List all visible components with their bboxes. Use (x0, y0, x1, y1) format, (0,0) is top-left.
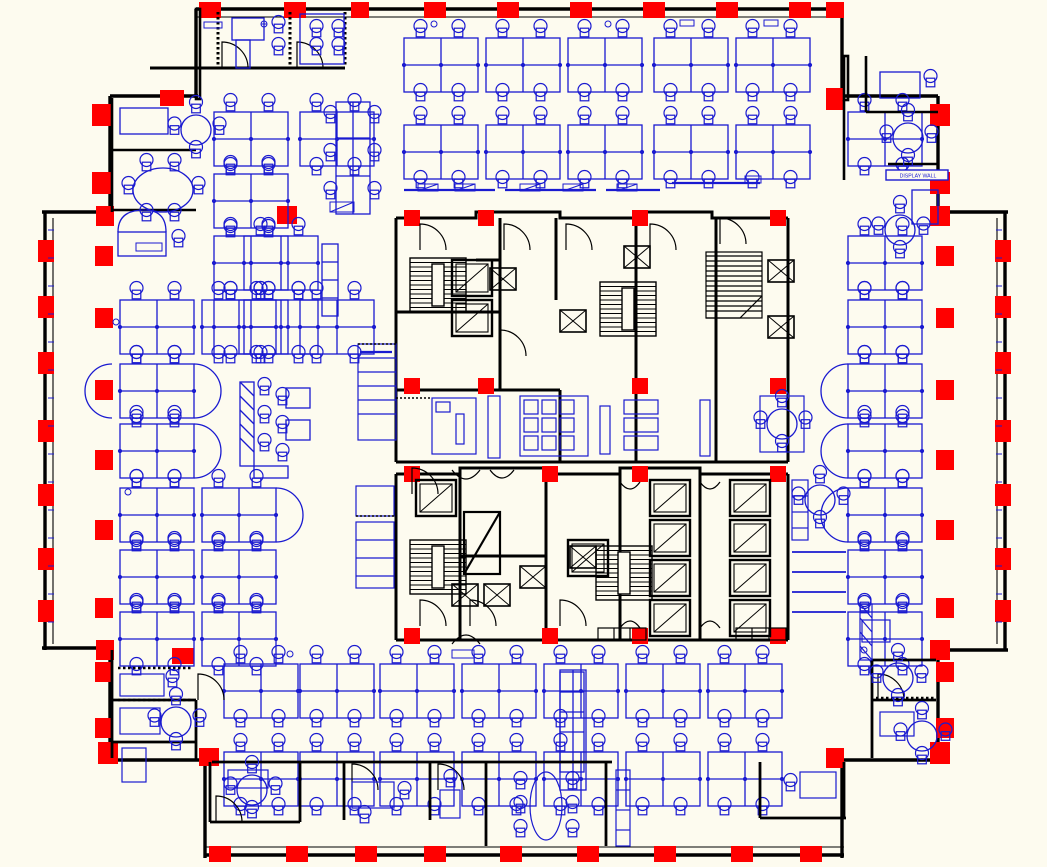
north-open-plan-workstations (212, 20, 812, 363)
lower-service-core (355, 466, 850, 645)
file-bank-west (321, 243, 339, 317)
misc-fixtures (112, 19, 868, 659)
display-wall: DISPLAY WALL (885, 169, 949, 181)
structural-columns (38, 2, 1011, 862)
southwest-private-offices (110, 650, 344, 824)
display-wall-label: DISPLAY WALL (900, 174, 937, 180)
upper-service-core (357, 210, 812, 464)
west-open-plan-workstations (84, 218, 339, 675)
core-service-rooms (431, 395, 711, 459)
linear-desk-spine (323, 101, 382, 215)
window-mullions (48, 229, 1002, 623)
pantry-upper (754, 390, 812, 453)
egress-stair-upper-right (705, 251, 763, 319)
core-casework-left (357, 343, 397, 441)
northeast-offices (842, 54, 938, 180)
northwest-private-offices (110, 7, 347, 257)
angled-workstation-cluster (239, 376, 311, 479)
southeast-private-offices (758, 603, 952, 820)
east-open-plan-workstations: DISPLAY WALL (820, 54, 949, 675)
south-bottom-offices (342, 760, 631, 847)
